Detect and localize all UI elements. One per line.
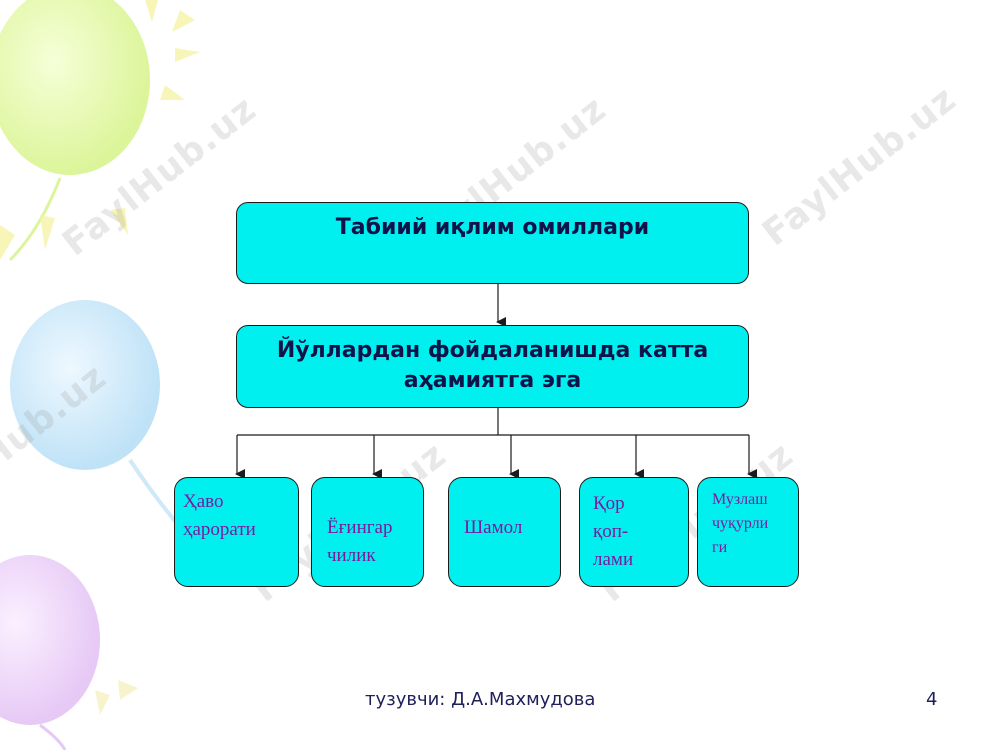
page-number: 4 bbox=[926, 689, 938, 710]
sparkle-rays-icon bbox=[95, 680, 138, 715]
sun-rays-icon bbox=[0, 0, 200, 260]
purple-balloon-icon bbox=[0, 555, 100, 750]
factor-box-air-temperature: Ҳаво ҳарорати bbox=[174, 477, 299, 587]
factor-box-label: Қор bbox=[593, 493, 625, 514]
factor-box-precipitation: Ёғингар чилик bbox=[311, 477, 424, 587]
factor-box-label: чилик bbox=[327, 545, 376, 566]
factor-box-snow-cover: Қор қоп- лами bbox=[579, 477, 689, 587]
factor-box-label: Музлаш bbox=[712, 491, 768, 508]
factor-box-label: лами bbox=[593, 549, 634, 570]
factor-box-label: чуқурли bbox=[712, 515, 769, 532]
factor-box-label: Шамол bbox=[464, 517, 523, 538]
factor-box-label: Ёғингар bbox=[327, 517, 393, 538]
yellow-green-balloon-icon bbox=[0, 0, 150, 262]
root-box-label: Табиий иқлим омиллари bbox=[335, 215, 650, 240]
factor-box-label: ҳарорати bbox=[183, 519, 256, 540]
middle-box-line-1: Йўллардан фойдаланишда катта bbox=[276, 338, 709, 363]
factor-box-label: ги bbox=[712, 539, 728, 556]
factor-box-freezing-depth: Музлаш чуқурли ги bbox=[697, 477, 799, 587]
factor-box-label: қоп- bbox=[593, 521, 629, 542]
factor-box-wind: Шамол bbox=[448, 477, 561, 587]
footer-author: тузувчи: Д.А.Махмудова bbox=[365, 689, 596, 710]
middle-box: Йўллардан фойдаланишда катта аҳамиятга э… bbox=[236, 325, 749, 408]
root-box: Табиий иқлим омиллари bbox=[236, 202, 749, 284]
middle-box-line-2: аҳамиятга эга bbox=[403, 368, 582, 393]
factor-box-label: Ҳаво bbox=[183, 491, 224, 512]
